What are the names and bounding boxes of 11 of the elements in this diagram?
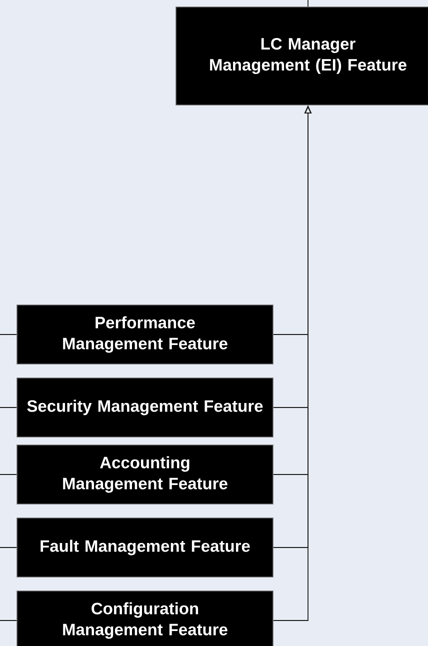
connector-line [0, 334, 18, 335]
feature-box: Configuration Management Feature [16, 590, 274, 646]
connector-line [0, 620, 18, 621]
connector-line [0, 407, 18, 408]
feature-box: Security Management Feature [16, 378, 274, 438]
feature-box: Fault Management Feature [16, 518, 274, 578]
connector-line [0, 474, 18, 475]
feature-box: LC Manager Management (EI) Feature [176, 6, 428, 106]
feature-box: Accounting Management Feature [16, 444, 274, 504]
feature-box: Performance Management Feature [16, 304, 274, 364]
connector-line [0, 547, 18, 548]
